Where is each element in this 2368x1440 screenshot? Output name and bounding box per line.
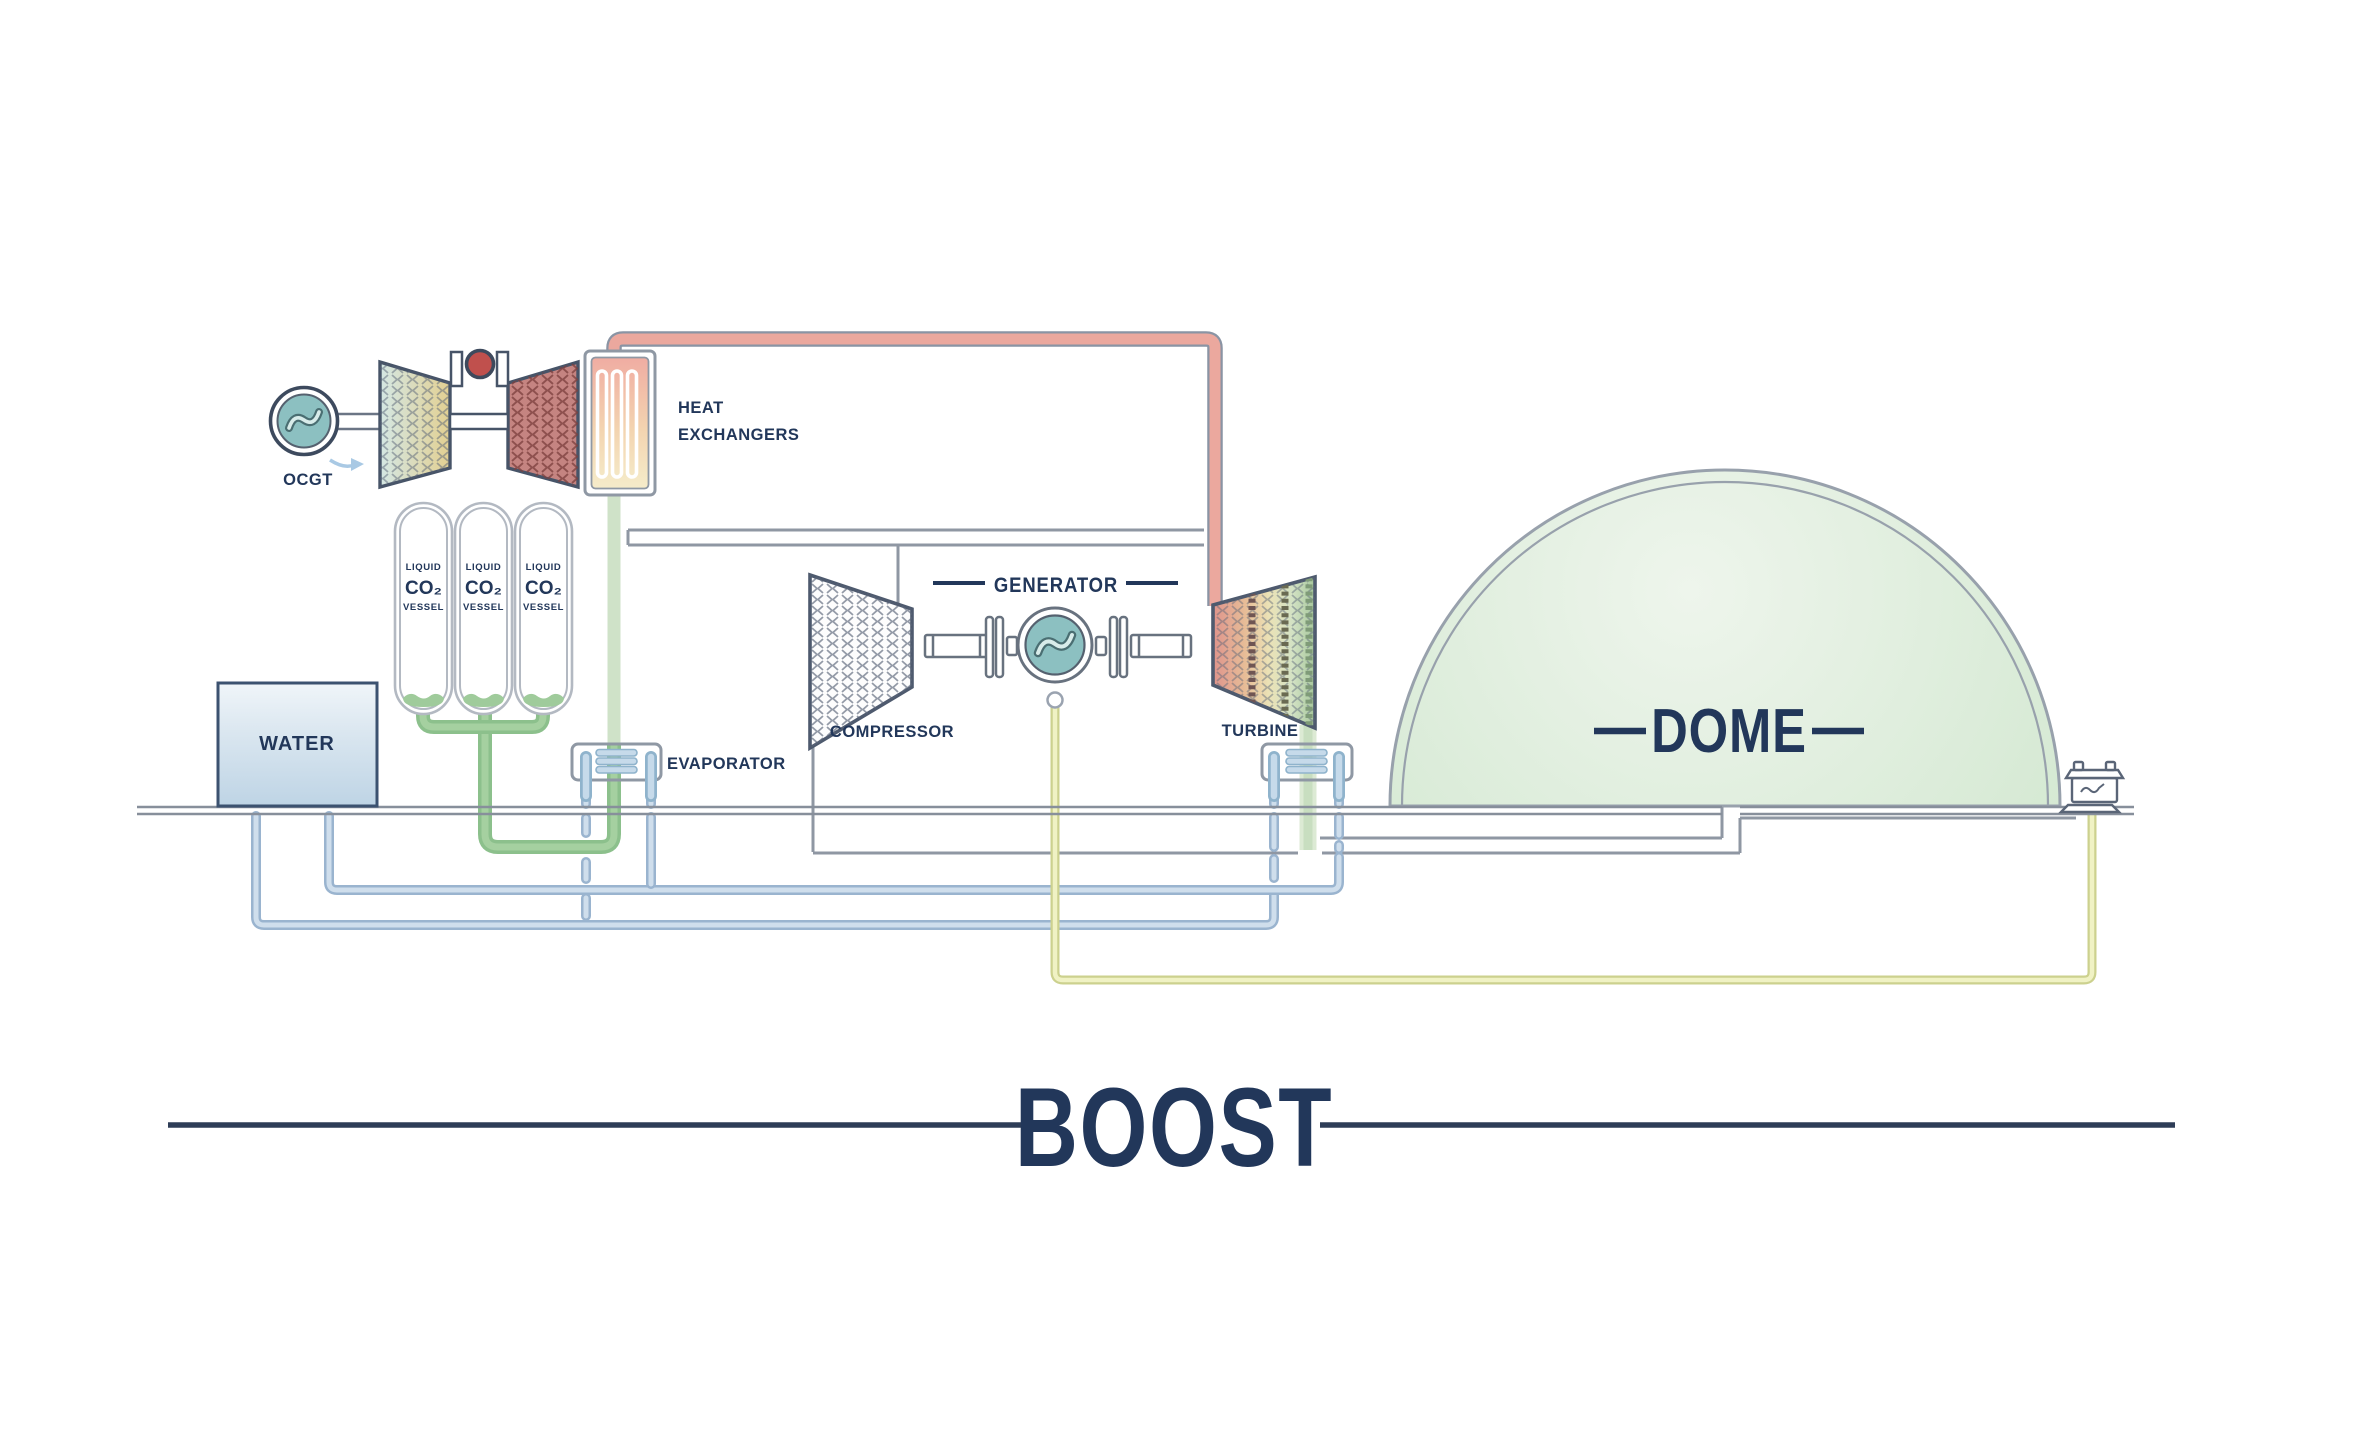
dome-label-group: DOME	[1594, 697, 1864, 766]
hot-co2-pipe	[606, 331, 1223, 606]
vessel-label-liquid: LIQUID	[466, 562, 502, 573]
vessel-label-liquid: LIQUID	[526, 562, 562, 573]
generator-icon	[1016, 606, 1094, 684]
evaporator-label: EVAPORATOR	[667, 755, 786, 773]
boost-title-group: BOOST	[168, 1066, 2175, 1191]
co2-vessel-1: LIQUID CO₂ VESSEL	[393, 501, 454, 716]
ground-line	[137, 805, 2134, 816]
evaporator-icon	[570, 742, 663, 802]
enclosure-lines	[626, 528, 2076, 855]
compressor-label: COMPRESSOR	[830, 723, 954, 741]
generator-label: GENERATOR	[994, 574, 1118, 597]
ocgt-unit: OCGT	[268, 348, 580, 490]
liquid-co2-pipes	[416, 704, 621, 854]
water-label: WATER	[259, 733, 335, 755]
vessel-label-co2: CO₂	[465, 578, 502, 599]
ocgt-turbine-icon	[506, 359, 580, 490]
power-line	[1050, 705, 2097, 985]
heat-exchangers-label-line1: HEAT	[678, 399, 724, 417]
ocgt-generator-icon	[268, 385, 340, 457]
ocgt-compressor-icon	[378, 359, 452, 490]
vessel-label-vessel: VESSEL	[403, 602, 444, 613]
cool-co2-pipes	[607, 490, 1317, 850]
heat-exchangers-label-line2: EXCHANGERS	[678, 426, 799, 444]
generator-shafts	[923, 615, 1193, 679]
transformer-icon	[2058, 760, 2126, 814]
turbine-icon	[1211, 574, 1317, 731]
diagram-labels: HEAT EXCHANGERS EVAPORATOR COMPRESSOR TU…	[667, 399, 1864, 773]
vessel-label-co2: CO₂	[405, 578, 442, 599]
water-tank-icon: WATER	[216, 681, 379, 808]
co2-vessels: LIQUID CO₂ VESSEL LIQUID CO₂ VESSEL LIQU…	[393, 501, 574, 716]
boost-title: BOOST	[1015, 1066, 1333, 1191]
vessel-label-vessel: VESSEL	[523, 602, 564, 613]
heat-exchanger-icon	[583, 349, 657, 497]
compressor-icon	[808, 572, 914, 752]
generator-label-group: GENERATOR	[933, 574, 1178, 597]
ocgt-mid-shaft	[448, 412, 510, 431]
generator-unit	[923, 606, 1193, 709]
combustor-icon	[449, 348, 510, 388]
vessel-label-vessel: VESSEL	[463, 602, 504, 613]
ocgt-shaft	[335, 412, 384, 431]
water-pipes	[251, 767, 1344, 930]
co2-vessel-3: LIQUID CO₂ VESSEL	[513, 501, 574, 716]
vessel-label-liquid: LIQUID	[406, 562, 442, 573]
condenser-icon	[1260, 742, 1354, 802]
turbine-label: TURBINE	[1222, 722, 1299, 740]
flow-arrow-icon	[329, 458, 364, 471]
ocgt-label: OCGT	[283, 471, 333, 489]
dome-icon	[1388, 468, 2062, 808]
dome-label: DOME	[1651, 697, 1807, 766]
co2-vessel-2: LIQUID CO₂ VESSEL	[453, 501, 514, 716]
generator-terminal	[1046, 691, 1064, 709]
vessel-label-co2: CO₂	[525, 578, 562, 599]
